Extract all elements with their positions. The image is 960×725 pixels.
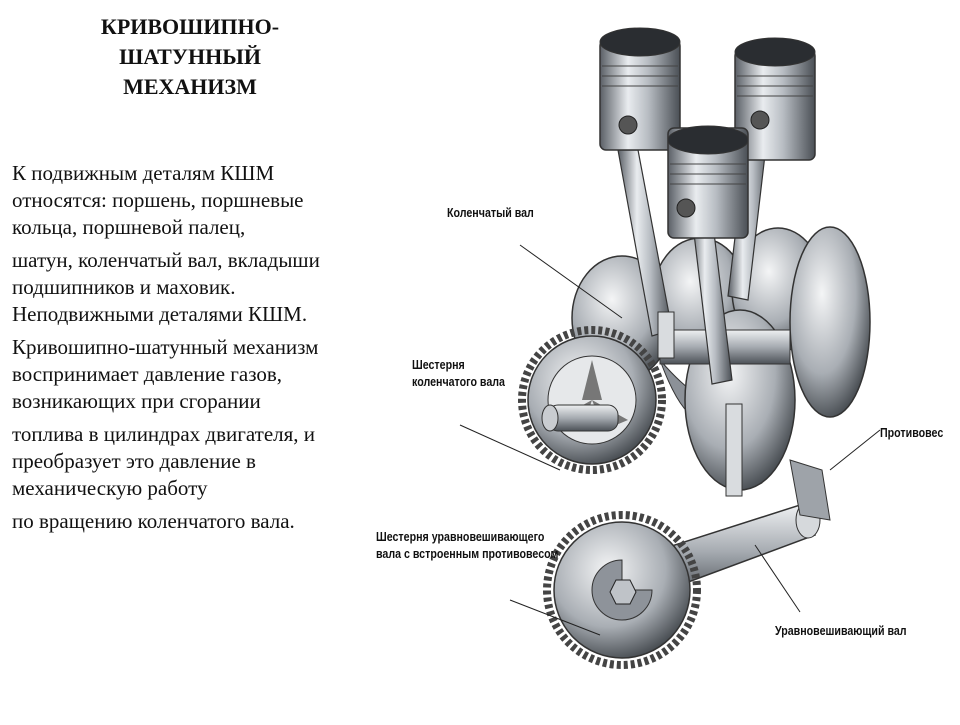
slide-title: КРИВОШИПНО- ШАТУННЫЙ МЕХАНИЗМ [40,12,340,102]
paragraph-1: К подвижным деталям КШМ относятся: порше… [12,161,304,239]
title-line-3: МЕХАНИЗМ [123,74,257,99]
crank-mechanism-illustration: Коленчатый вал Шестерня коленчатого вала… [360,0,960,720]
leader-lines [459,244,881,636]
paragraph-2: шатун, коленчатый вал, вкладыши подшипни… [12,248,320,326]
pistons [599,27,816,239]
paragraph-4: топлива в цилиндрах двигателя, и преобра… [12,422,316,500]
crankshaft-gear [518,326,666,474]
paragraph-5: по вращению коленчатого вала. [12,509,295,533]
title-line-1: КРИВОШИПНО- [100,14,280,39]
label-crankshaft: Коленчатый вал [447,205,534,220]
mechanism-drawing [459,27,881,669]
label-balance-shaft-gear: Шестерня уравновешивающего вала с встрое… [376,528,558,562]
balance-shaft-gear [543,511,701,669]
label-crankshaft-gear: Шестерня коленчатого вала [412,356,505,390]
label-balance-shaft-gear-line-1: Шестерня уравновешивающего [376,529,545,544]
label-crankshaft-gear-line-2: коленчатого вала [412,374,505,389]
label-crankshaft-gear-line-1: Шестерня [412,357,465,372]
label-balance-shaft: Уравновешивающий вал [775,623,907,638]
description-text: К подвижным деталям КШМ относятся: порше… [12,160,362,541]
title-line-2: ШАТУННЫЙ [119,44,261,69]
paragraph-3: Кривошипно-шатунный механизм воспринимае… [12,335,319,413]
label-counterweight: Противовес [880,425,944,440]
label-balance-shaft-gear-line-2: вала с встроенным противовесом [376,546,559,561]
